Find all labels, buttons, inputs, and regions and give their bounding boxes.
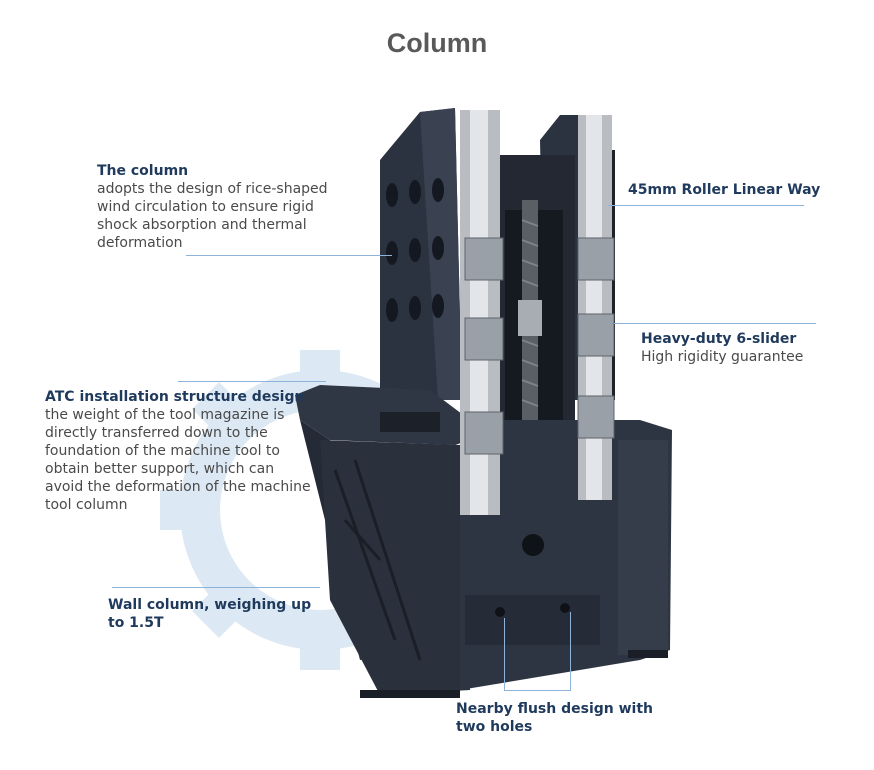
callout-atc: ATC installation structure design the we… (45, 388, 313, 514)
callout-atc-description: the weight of the tool magazine is direc… (45, 407, 311, 513)
callout-column: The column adopts the design of rice-sha… (97, 162, 357, 252)
page-title: Column (386, 28, 488, 58)
slider-blocks (464, 237, 615, 455)
callout-column-description: adopts the design of rice-shaped wind ci… (97, 181, 328, 251)
leader-column (186, 255, 392, 256)
callout-wall-heading: Wall column, weighing up to 1.5T (108, 597, 312, 631)
leader-wall (112, 587, 320, 588)
callout-holes-heading: Nearby flush design with two holes (456, 701, 654, 735)
callout-roller-heading: 45mm Roller Linear Way (628, 182, 821, 198)
callout-slider-heading: Heavy-duty 6-slider (641, 331, 797, 347)
callout-wall: Wall column, weighing up to 1.5T (108, 596, 318, 632)
callout-roller: 45mm Roller Linear Way (628, 181, 868, 199)
leader-holes-bottom (504, 690, 571, 691)
leader-hole-right (570, 612, 571, 690)
callout-atc-heading: ATC installation structure design (45, 389, 305, 405)
callout-holes: Nearby flush design with two holes (456, 700, 686, 736)
linear-rail-right (578, 115, 612, 500)
callout-slider-description: High rigidity guarantee (641, 349, 804, 365)
leader-slider (614, 323, 816, 324)
callout-column-heading: The column (97, 163, 189, 179)
leader-roller (608, 205, 804, 206)
callout-slider: Heavy-duty 6-slider High rigidity guaran… (641, 330, 861, 366)
leader-atc (178, 381, 326, 382)
leader-hole-left (504, 618, 505, 690)
